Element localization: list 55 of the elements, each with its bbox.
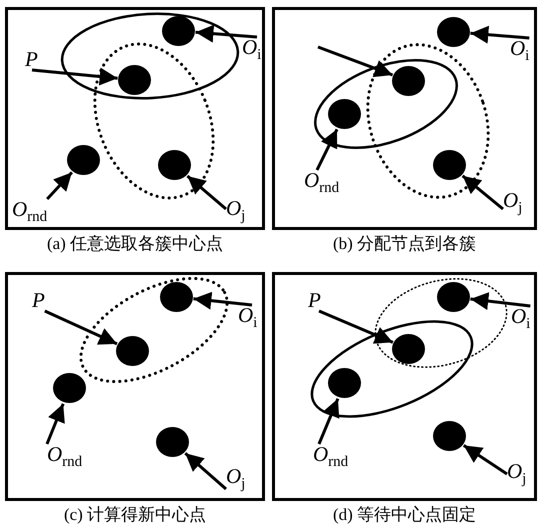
variable-label: O$_{rnd}$	[47, 444, 82, 473]
panel-frame	[5, 272, 265, 501]
panel-frame	[272, 272, 537, 501]
arrow	[316, 128, 338, 171]
figure-caption: (a) 任意选取各簇中心点	[46, 233, 224, 255]
arrow	[32, 68, 118, 86]
arrow	[186, 174, 227, 210]
arrow	[193, 292, 252, 310]
variable-label: O$_{i}$	[238, 305, 258, 334]
variable-label: O$_{j}$	[226, 198, 246, 227]
arrow	[317, 46, 394, 78]
node-dot	[53, 373, 86, 403]
node-dot	[328, 99, 361, 129]
variable-label: O$_{j}$	[226, 466, 246, 495]
variable-label: P	[25, 49, 38, 70]
node-dot	[118, 65, 151, 95]
node-dot	[392, 334, 425, 364]
arrow	[318, 310, 394, 344]
arrow	[470, 292, 530, 310]
variable-label: O$_{j}$	[503, 190, 522, 219]
arrow	[46, 403, 65, 445]
node-dot	[162, 16, 195, 46]
variable-label: O$_{i}$	[510, 38, 530, 67]
variable-label: O$_{j}$	[507, 461, 526, 490]
node-dot	[156, 427, 189, 457]
arrow	[184, 452, 227, 490]
arrow	[318, 398, 340, 445]
node-dot	[433, 150, 466, 180]
variable-label: O$_{rnd}$	[304, 170, 340, 199]
panel-frame	[272, 7, 537, 230]
variable-label: O$_{rnd}$	[12, 199, 48, 228]
variable-label: O$_{rnd}$	[313, 444, 348, 473]
node-dot	[160, 282, 193, 312]
node-dot	[67, 145, 100, 175]
node-dot	[116, 336, 149, 366]
arrow	[462, 174, 504, 210]
node-dot	[328, 368, 361, 398]
figure-caption: (b) 分配节点到各簇	[332, 233, 478, 255]
arrow	[44, 310, 118, 346]
variable-label: O$_{i}$	[511, 306, 530, 335]
figure-caption: (c) 计算得新中心点	[62, 504, 208, 526]
variable-label: P	[308, 290, 321, 311]
node-dot	[437, 282, 470, 312]
figure-caption: (d) 等待中心点固定	[332, 504, 478, 526]
variable-label: O$_{i}$	[242, 37, 262, 66]
node-dot	[433, 421, 466, 451]
node-dot	[392, 66, 425, 96]
arrow	[470, 26, 530, 44]
arrow	[195, 24, 258, 43]
panel-frame	[5, 7, 265, 230]
arrow	[462, 444, 508, 476]
arrow	[46, 171, 73, 200]
node-dot	[158, 150, 191, 180]
variable-label: P	[32, 290, 45, 311]
node-dot	[437, 17, 470, 47]
